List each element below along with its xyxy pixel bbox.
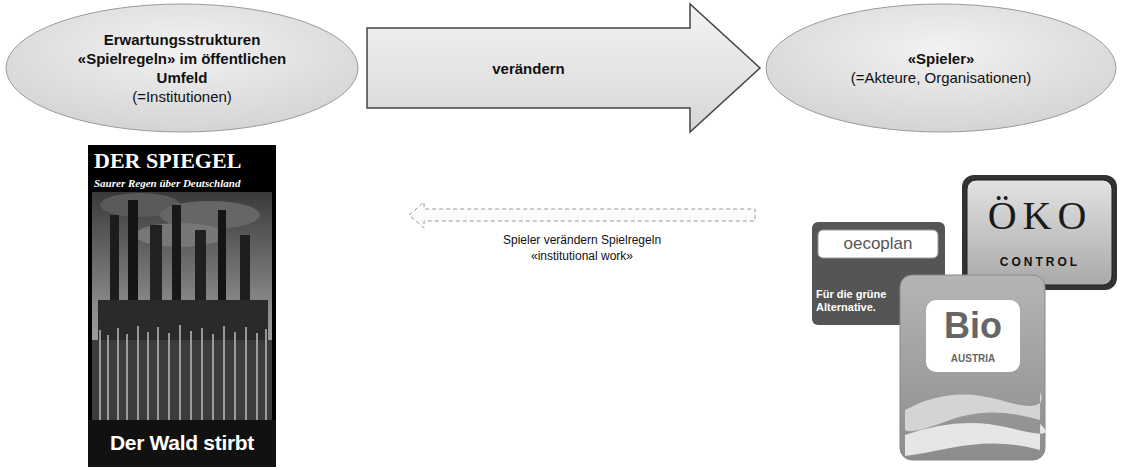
logo-wordmark: ÖKO xyxy=(970,186,1110,244)
ellipse-shape xyxy=(5,3,359,133)
magazine-headline: Der Wald stirbt xyxy=(90,424,274,462)
logo-wordmark: oecoplan xyxy=(818,230,938,258)
node-text-group: Erwartungsstrukturen «Spielregeln» im öf… xyxy=(57,30,307,106)
node-heading: «Spieler» xyxy=(851,49,1032,68)
logo-wordmark: CONTROL xyxy=(970,252,1110,272)
node-body: (=Akteure, Organisationen) xyxy=(851,68,1032,87)
node-body: (=Institutionen) xyxy=(57,87,307,106)
node-heading: Erwartungsstrukturen «Spielregeln» im öf… xyxy=(57,30,307,87)
ellipse-node: Erwartungsstrukturen «Spielregeln» im öf… xyxy=(5,3,359,133)
dashed-arrow xyxy=(409,202,755,228)
arrow-label: Spieler verändern Spielregeln «instituti… xyxy=(482,232,682,264)
magazine-cover xyxy=(88,145,276,467)
ellipse-shape xyxy=(765,3,1117,133)
ellipse-node: «Spieler»(=Akteure, Organisationen) xyxy=(765,3,1117,133)
logo-wordmark: Bio xyxy=(928,303,1018,349)
block-arrow xyxy=(367,4,760,132)
arrow-label: verändern xyxy=(377,60,680,77)
oeko-control-logo xyxy=(962,175,1117,290)
magazine-title: DER SPIEGEL xyxy=(94,148,272,174)
node-text-group: «Spieler»(=Akteure, Organisationen) xyxy=(851,49,1032,87)
magazine-subtitle: Saurer Regen über Deutschland xyxy=(94,175,272,191)
logo-wordmark: AUSTRIA xyxy=(928,350,1018,366)
logo-slogan: Für die grüne Alternative. xyxy=(816,283,900,319)
bio-austria-logo xyxy=(900,275,1046,460)
